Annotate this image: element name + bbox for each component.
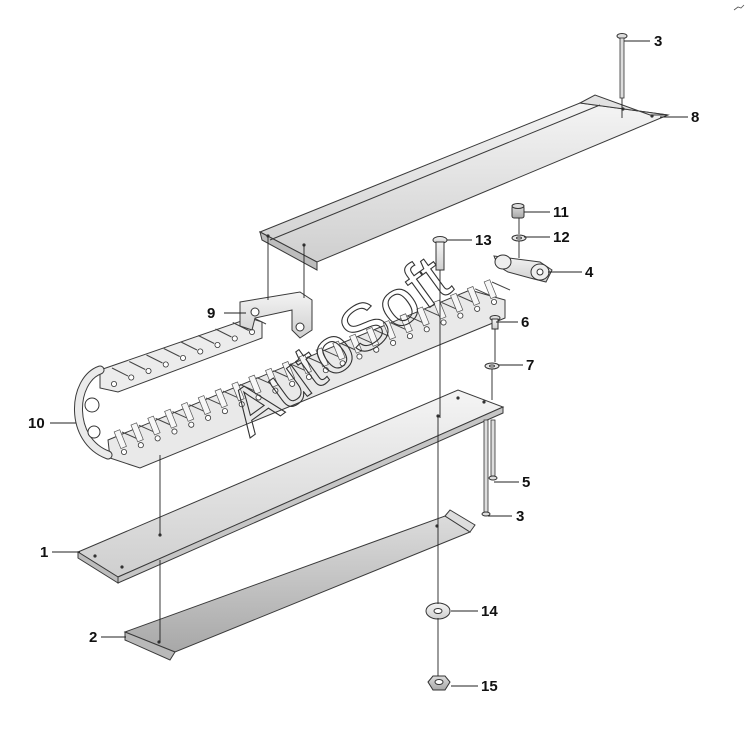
callout-6: 6 xyxy=(521,314,529,331)
part-9-end-bracket xyxy=(239,291,313,339)
part-2-angle-bracket xyxy=(123,509,476,661)
part-15-nut xyxy=(427,675,451,691)
callout-7: 7 xyxy=(526,357,534,374)
part-7-washer xyxy=(484,362,500,370)
part-14-washer xyxy=(425,602,451,620)
part-13-bolt xyxy=(432,236,448,271)
callout-4: 4 xyxy=(585,264,594,281)
assembly-lines xyxy=(159,98,623,676)
callout-1: 1 xyxy=(40,544,48,561)
callout-5: 5 xyxy=(522,474,530,491)
part-11-nut xyxy=(511,203,525,219)
callout-11: 11 xyxy=(553,204,569,221)
callout-10: 10 xyxy=(28,415,45,432)
callout-13: 13 xyxy=(475,232,492,249)
part-10-energy-chain xyxy=(74,279,511,469)
part-5-screw xyxy=(488,419,498,481)
callout-8: 8 xyxy=(691,109,699,126)
part-3-screw-upper xyxy=(616,33,628,99)
part-4-mounting-bracket xyxy=(493,254,553,283)
callout-3-upper: 3 xyxy=(654,33,662,50)
callout-12: 12 xyxy=(553,229,570,246)
part-8-top-cover xyxy=(258,94,670,271)
callout-leaders xyxy=(50,40,688,687)
callout-14: 14 xyxy=(481,603,498,620)
callout-9: 9 xyxy=(207,305,215,322)
callout-3-lower: 3 xyxy=(516,508,524,525)
corner-mark xyxy=(733,4,745,11)
callout-15: 15 xyxy=(481,678,498,695)
callout-2: 2 xyxy=(89,629,97,646)
part-3-screw-lower xyxy=(481,419,491,517)
part-1-support-plate xyxy=(76,389,505,584)
part-12-washer xyxy=(511,234,527,242)
